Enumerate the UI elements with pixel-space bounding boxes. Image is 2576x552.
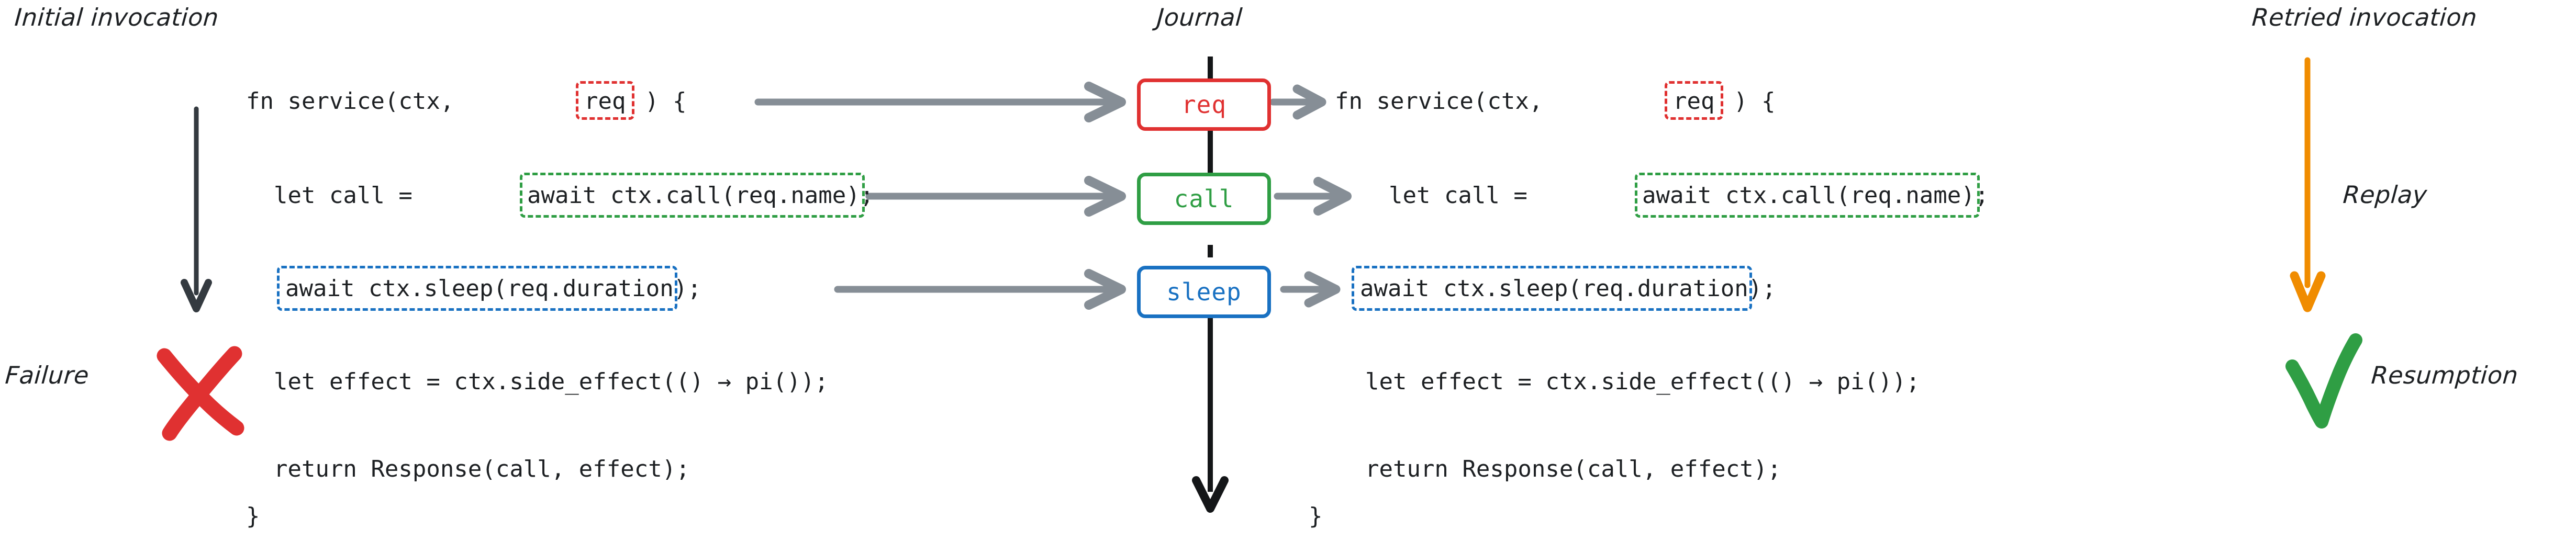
right-code-line-2-boxed: await ctx.sleep(req.duration); bbox=[1360, 275, 1776, 302]
check-mark-icon bbox=[2285, 333, 2362, 429]
highlight-box-req-left bbox=[576, 81, 634, 120]
left-code-line-0-pre: fn service(ctx, bbox=[246, 88, 468, 115]
right-code-line-0-pre: fn service(ctx, bbox=[1335, 88, 1557, 115]
right-code-line-3: let effect = ctx.side_effect(() → pi()); bbox=[1337, 368, 1920, 395]
right-code-line-0-post: ) { bbox=[1734, 88, 1776, 115]
left-code-line-1-boxed: await ctx.call(req.name); bbox=[527, 182, 874, 209]
record-arrow-call bbox=[865, 176, 1126, 217]
left-code-line-2-boxed: await ctx.sleep(req.duration); bbox=[285, 275, 701, 302]
label-failure: Failure bbox=[4, 361, 90, 389]
right-code-line-4: return Response(call, effect); bbox=[1337, 456, 1781, 482]
left-code-line-5: } bbox=[246, 503, 260, 530]
label-resumption: Resumption bbox=[2370, 361, 2519, 389]
replay-arrow-call bbox=[1274, 177, 1352, 216]
highlight-box-sleep-left bbox=[277, 266, 677, 311]
right-code-line-5: } bbox=[1309, 503, 1323, 530]
highlight-box-sleep-right bbox=[1352, 266, 1752, 311]
left-code-line-2-pre bbox=[246, 277, 274, 300]
journal-entry-call[interactable]: call bbox=[1137, 173, 1271, 225]
initial-invocation-arrow bbox=[181, 106, 212, 312]
cross-mark-icon bbox=[157, 346, 244, 441]
highlight-box-call-left bbox=[520, 173, 865, 218]
label-journal: Journal bbox=[1156, 3, 1244, 31]
label-retried-invocation: Retried invocation bbox=[2251, 3, 2478, 31]
replay-arrow-sleep bbox=[1280, 271, 1341, 308]
highlight-box-req-right bbox=[1665, 81, 1723, 120]
right-code-line-0-boxed: req bbox=[1673, 88, 1715, 115]
replay-arrow bbox=[2290, 57, 2326, 312]
highlight-box-call-right bbox=[1635, 173, 1980, 218]
label-initial-invocation: Initial invocation bbox=[14, 3, 220, 31]
left-code-line-0-post: ) { bbox=[645, 88, 687, 115]
journal-entry-sleep[interactable]: sleep bbox=[1137, 266, 1271, 318]
journal-entry-req[interactable]: req bbox=[1137, 78, 1271, 131]
right-code-line-1-pre: let call = bbox=[1361, 182, 1542, 209]
right-code-line-1-boxed: await ctx.call(req.name); bbox=[1642, 182, 1989, 209]
label-replay: Replay bbox=[2342, 181, 2428, 209]
replay-arrow-req bbox=[1269, 84, 1326, 120]
left-code-line-0-boxed: req bbox=[584, 88, 626, 115]
left-code-line-3: let effect = ctx.side_effect(() → pi()); bbox=[246, 368, 829, 395]
record-arrow-req bbox=[754, 82, 1126, 122]
left-code-line-1-pre: let call = bbox=[246, 182, 427, 209]
record-arrow-sleep bbox=[834, 269, 1126, 310]
left-code-line-4: return Response(call, effect); bbox=[246, 456, 690, 482]
